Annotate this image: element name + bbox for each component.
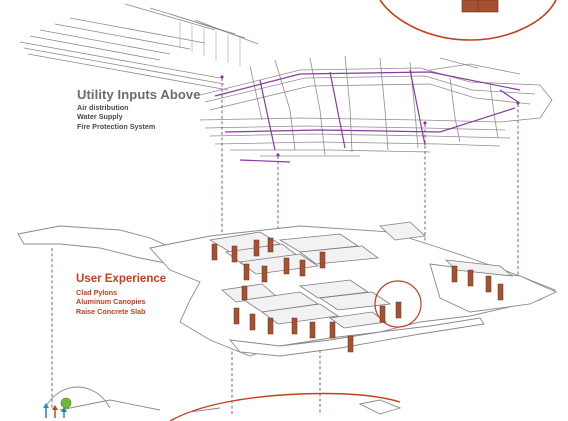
utility-item: Water Supply bbox=[77, 112, 123, 122]
pylon-detail-circle bbox=[374, 280, 422, 328]
utility-inputs-list: Air distribution Water Supply Fire Prote… bbox=[77, 103, 155, 131]
duct-junctions bbox=[220, 75, 520, 157]
ground-level-layer bbox=[44, 386, 402, 421]
site-boundary bbox=[169, 392, 401, 421]
ground-entry-markers bbox=[43, 397, 72, 418]
utility-item: Air distribution bbox=[77, 103, 129, 112]
aluminum-canopies bbox=[208, 221, 514, 329]
slab-right-wing bbox=[429, 263, 558, 313]
utility-ductwork-layer bbox=[19, 3, 553, 163]
duct-hangers bbox=[179, 22, 241, 66]
clad-pylons bbox=[211, 237, 504, 353]
duct-rack-upper bbox=[19, 3, 259, 91]
green-node bbox=[60, 397, 72, 409]
user-experience-list: Clad Pylons Aluminum Canopies Raise Conc… bbox=[76, 288, 146, 316]
utility-inputs-title: Utility Inputs Above bbox=[77, 87, 201, 102]
user-experience-title: User Experience bbox=[76, 273, 167, 285]
user-experience-item: Aluminum Canopies bbox=[76, 297, 146, 307]
fire-protection-lines bbox=[214, 69, 521, 163]
user-experience-item: Raise Concrete Slab bbox=[76, 306, 146, 316]
pylon-detail bbox=[461, 0, 499, 13]
user-experience-item: Clad Pylons bbox=[76, 288, 118, 297]
utility-item: Fire Protection System bbox=[77, 121, 156, 131]
duct-network-central bbox=[199, 55, 553, 157]
slab-lower bbox=[228, 317, 485, 357]
detail-callout-top bbox=[379, 0, 557, 41]
